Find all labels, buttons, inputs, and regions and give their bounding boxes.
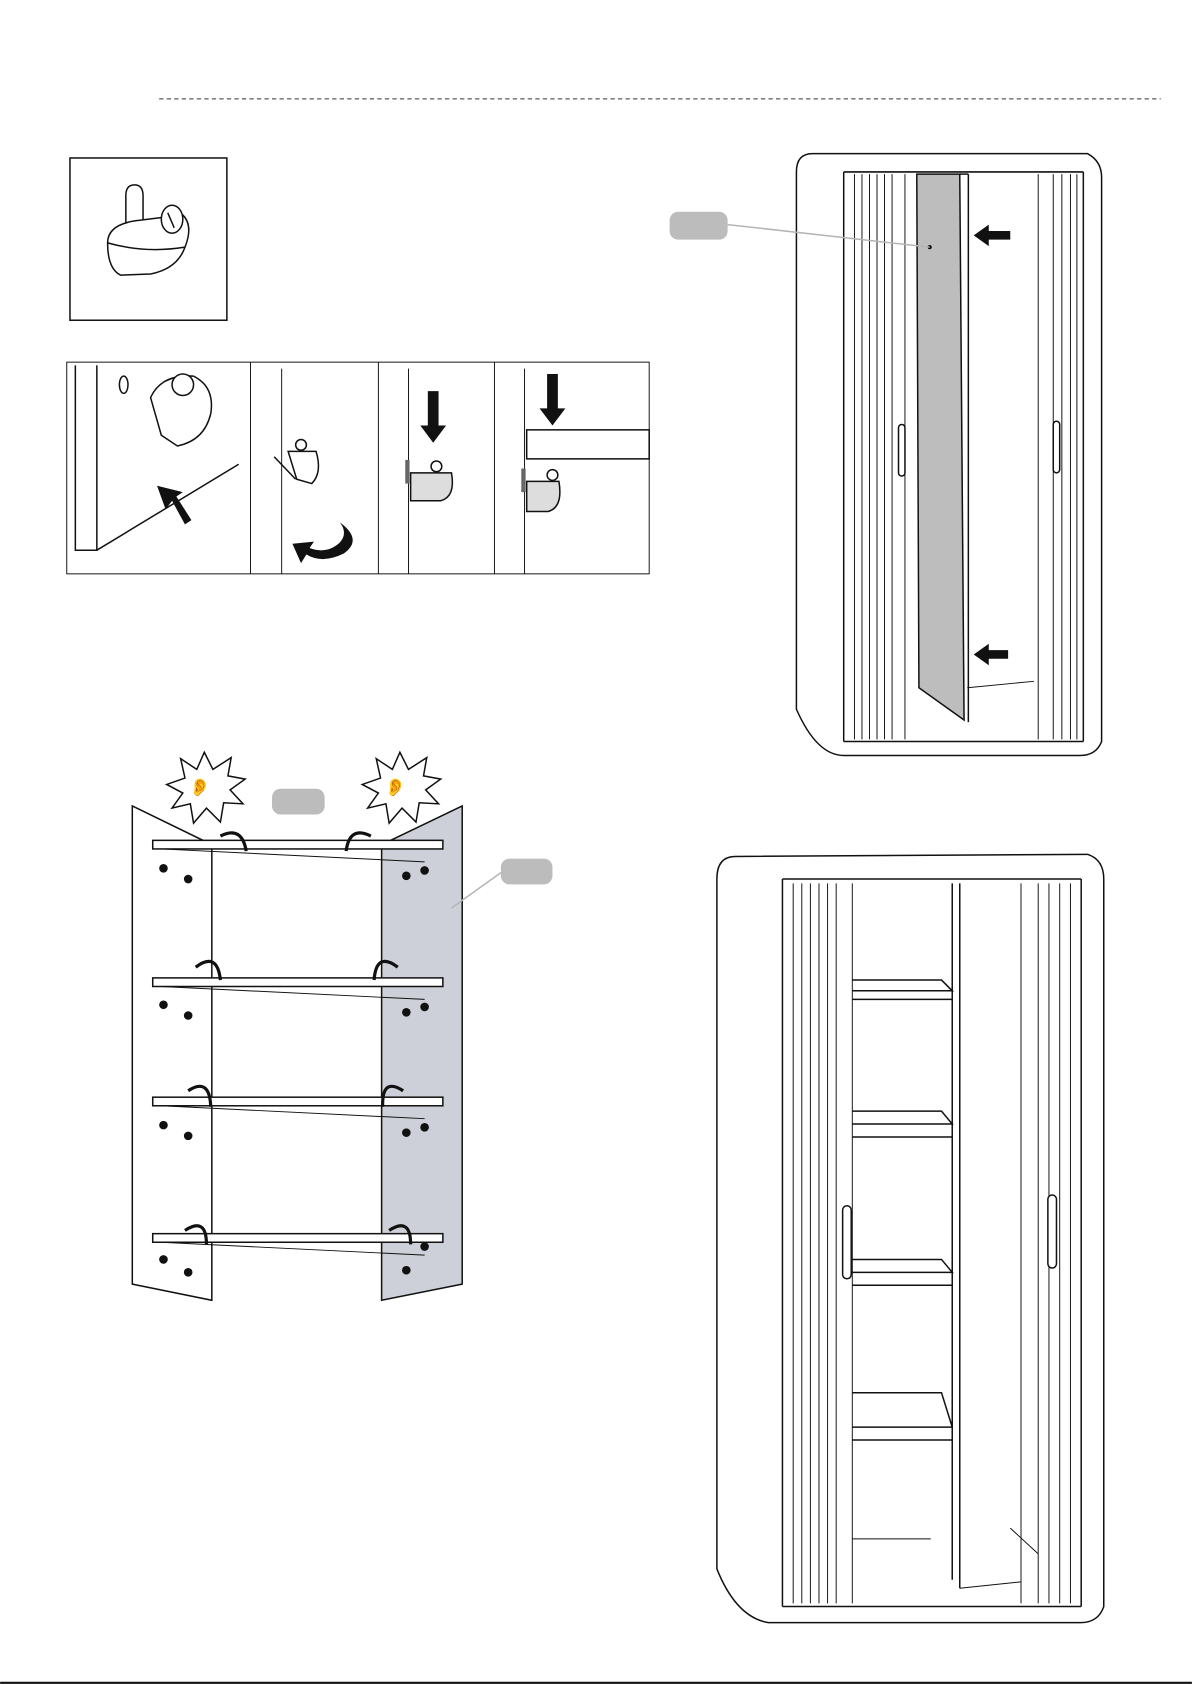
rotate-arrow-icon [292,522,353,564]
shelf [852,979,955,1441]
arrow-down-icon [420,391,447,443]
cabinet-divider-insert [669,152,1103,757]
divider-panel [916,173,965,722]
ear-click-icon: 👂 [385,777,406,798]
rotate-arrow-icon [184,831,413,1245]
callout-pill [500,858,553,885]
arrow-left-icon [973,643,1009,666]
shelf-hook-icon [69,157,228,321]
click-sound-burst [164,750,248,825]
arrow-down-icon [539,373,566,426]
finished-cabinet [716,853,1105,1624]
hook-install-steps [66,361,650,575]
shelf-click-assembly: 👂 👂 [131,750,553,1302]
click-sound-burst [360,750,443,825]
arrow-up-icon [157,485,192,525]
arrow-left-icon [973,224,1011,247]
callout-pill [272,788,325,815]
ear-click-icon: 👂 [189,777,210,798]
callout-pill [669,211,728,240]
